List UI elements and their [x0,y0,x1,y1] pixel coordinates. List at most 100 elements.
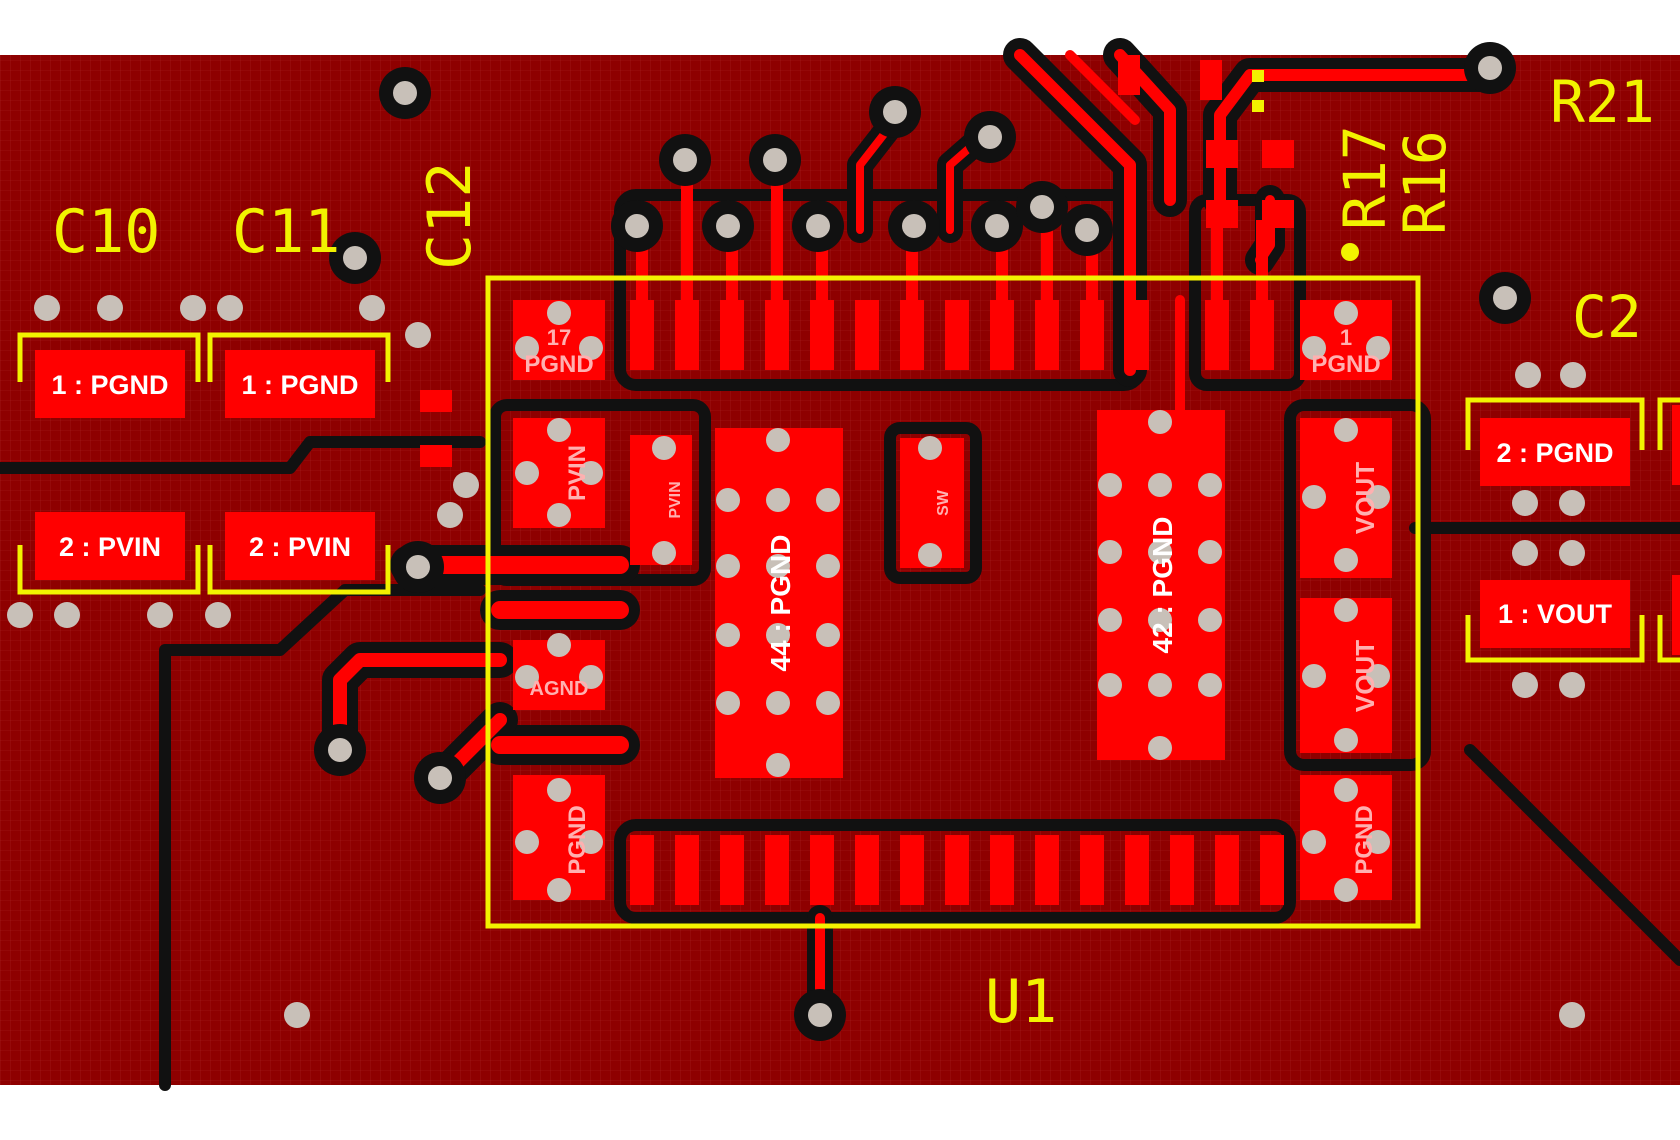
u1-bottom-pins [630,835,1284,905]
via-33 [1515,362,1541,388]
thermal-via-52 [716,488,740,512]
thermal-via-83 [1366,336,1390,360]
via-17 [314,724,366,776]
via-32 [284,1002,310,1028]
via-29 [54,602,80,628]
via-20 [34,295,60,321]
via-18 [414,752,466,804]
thermal-via-60 [816,623,840,647]
via-41 [1559,1002,1585,1028]
thermal-via-90 [1366,664,1390,688]
thermal-via-73 [1198,540,1222,564]
thermal-via-100 [1302,830,1326,854]
thermal-via-95 [547,778,571,802]
thermal-via-75 [1148,608,1172,632]
via-26 [453,472,479,498]
thermal-via-66 [918,543,942,567]
via-38 [1559,540,1585,566]
thermal-via-72 [1148,540,1172,564]
thermal-via-91 [1334,728,1358,752]
designator-c12: C12 [415,162,485,270]
u1-epad42-label: 42 : PGND [1147,517,1178,654]
thermal-via-89 [1302,664,1326,688]
u1-pad-pgnd-bottom-left: PGND [564,805,591,874]
thermal-via-85 [1302,485,1326,509]
pad-label-c10-pad2: 2 : PVIN [59,532,161,562]
thermal-via-76 [1198,608,1222,632]
pad-label-c11-pad2: 2 : PVIN [249,532,351,562]
thermal-via-51 [766,428,790,452]
thermal-via-44 [579,336,603,360]
designator-c11: C11 [232,197,340,267]
via-19 [392,541,444,593]
designator-c2: C2 [1572,283,1642,351]
u1-pad17-net: PGND [524,351,593,378]
u1-pad-pvin-inner: PVIN [667,481,684,518]
u1-pad-vout-b: VOUT [1350,640,1380,712]
via-8 [702,200,754,252]
thermal-via-71 [1098,540,1122,564]
thermal-via-101 [1366,830,1390,854]
via-10 [888,200,940,252]
pad-label-c11-pad1: 1 : PGND [241,370,358,400]
via-23 [217,295,243,321]
via-5 [869,86,921,138]
via-31 [205,602,231,628]
via-6 [964,111,1016,163]
u1-pad-sw: SW [935,489,952,516]
thermal-via-98 [547,878,571,902]
thermal-via-84 [1334,418,1358,442]
via-37 [1512,540,1538,566]
thermal-via-63 [816,691,840,715]
silkscreen-outlines [17,275,1680,929]
via-36 [1559,490,1585,516]
u1-pad-pgnd-bottom-right: PGND [1351,805,1378,874]
thermal-via-88 [1334,598,1358,622]
thermal-via-78 [1148,673,1172,697]
designator-r16: R16 [1391,130,1459,235]
thermal-via-53 [766,488,790,512]
via-11 [971,200,1023,252]
via-4 [749,134,801,186]
thermal-via-99 [1334,778,1358,802]
c12-pads [420,390,452,467]
via-28 [7,602,33,628]
designator-c10: C10 [52,197,160,267]
via-34 [1560,362,1586,388]
thermal-via-47 [579,461,603,485]
passive-pads [35,350,1680,655]
thermal-via-86 [1366,485,1390,509]
thermal-via-68 [1098,473,1122,497]
thermal-via-48 [547,503,571,527]
thermal-via-62 [766,691,790,715]
via-7 [611,200,663,252]
designator-r17: R17 [1331,125,1399,230]
u1-pad-agnd: AGND [530,678,589,700]
thermal-via-54 [816,488,840,512]
via-1 [379,67,431,119]
u1-pad17-number: 17 [547,325,571,350]
thermal-via-69 [1148,473,1172,497]
u1-pad-pvin-left: PVIN [564,445,591,501]
via-14 [1464,42,1516,94]
designator-u1: U1 [985,967,1057,1037]
via-3 [659,134,711,186]
thermal-via-77 [1098,673,1122,697]
via-25 [405,322,431,348]
via-9 [792,200,844,252]
pin1-marker-dot [1341,243,1359,261]
thermal-via-79 [1198,673,1222,697]
thermal-via-81 [1334,301,1358,325]
thermal-via-56 [766,554,790,578]
thermal-via-96 [515,830,539,854]
thermal-via-57 [816,554,840,578]
thermal-via-45 [547,418,571,442]
pad-label-c10-pad1: 1 : PGND [51,370,168,400]
thermal-via-67 [1148,410,1172,434]
thermal-via-55 [716,554,740,578]
via-16 [794,989,846,1041]
thermal-via-43 [515,336,539,360]
via-35 [1512,490,1538,516]
thermal-via-42 [547,301,571,325]
